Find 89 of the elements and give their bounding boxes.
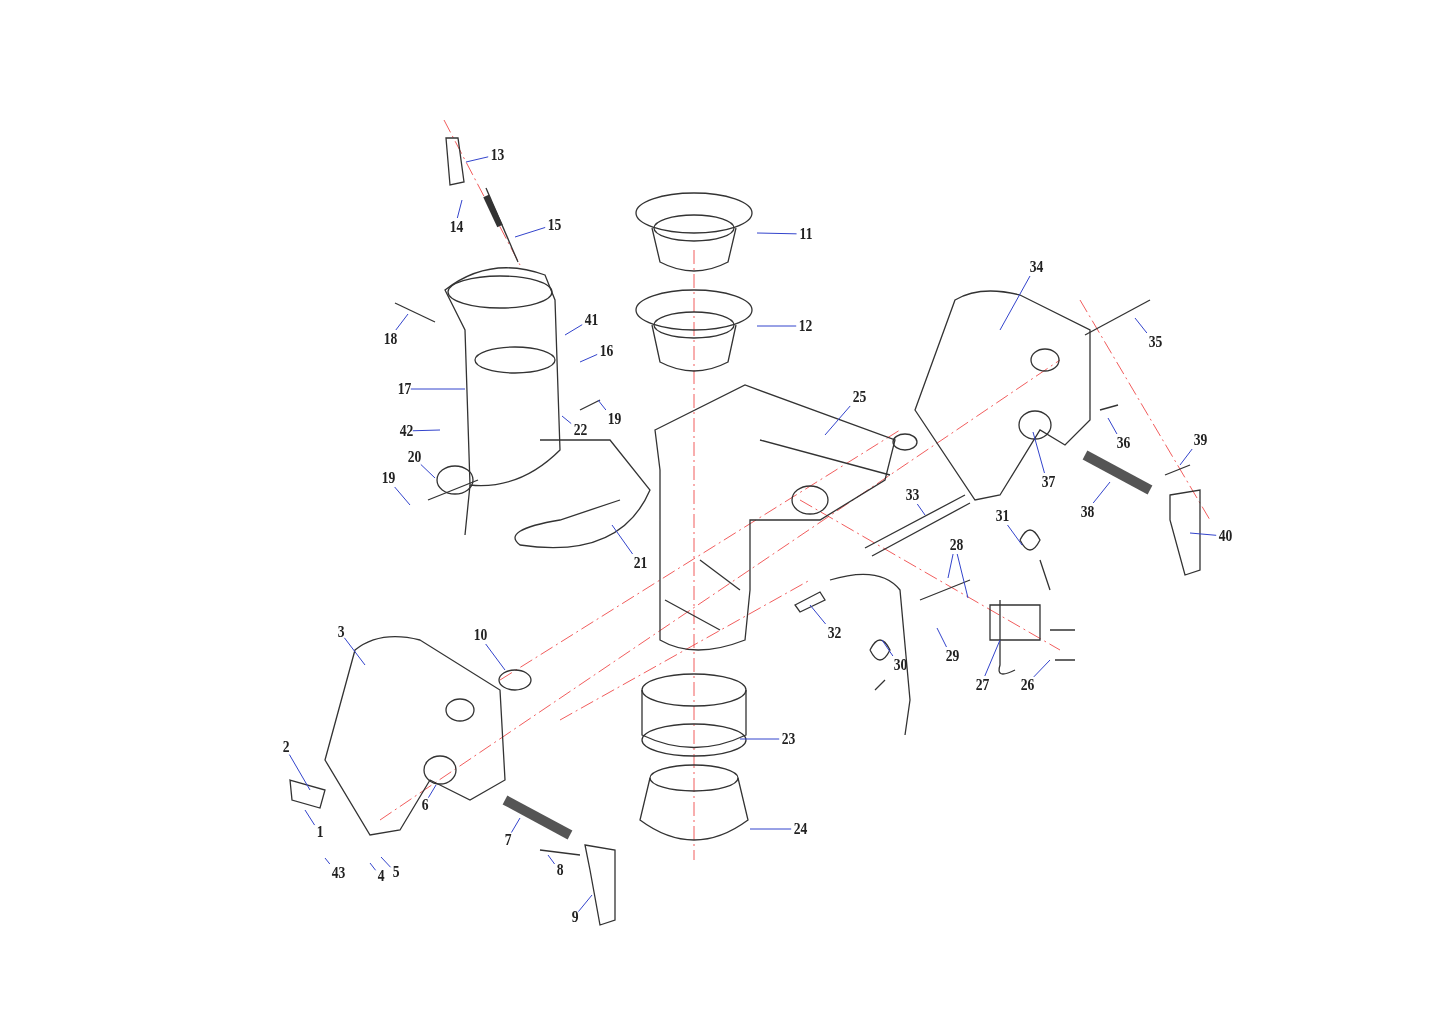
leader-line <box>577 894 593 913</box>
callout-number: 21 <box>633 554 648 572</box>
callout-number: 5 <box>392 863 400 881</box>
leader-line <box>561 415 572 425</box>
callout-number: 11 <box>799 225 812 243</box>
leader-line <box>749 828 792 830</box>
callout-number: 8 <box>556 861 564 879</box>
leader-line <box>324 857 331 865</box>
callout-number: 32 <box>827 624 842 642</box>
callout-number: 37 <box>1041 473 1056 491</box>
callout-number: 9 <box>571 908 579 926</box>
leader-line <box>597 399 607 411</box>
leader-line <box>1189 532 1217 536</box>
leader-line <box>343 637 366 666</box>
callout-number: 23 <box>781 730 796 748</box>
callout-number: 3 <box>337 623 345 641</box>
leader-line <box>809 604 827 625</box>
callout-number: 1 <box>316 823 324 841</box>
leader-line <box>427 784 437 799</box>
leader-line <box>380 856 392 868</box>
leader-line <box>369 862 377 871</box>
leader-line <box>1134 317 1148 334</box>
callout-number: 43 <box>331 864 346 882</box>
callout-number: 39 <box>1193 431 1208 449</box>
leader-line <box>465 156 489 163</box>
callout-number: 35 <box>1148 333 1163 351</box>
leader-line <box>916 503 926 516</box>
callout-number: 13 <box>490 146 505 164</box>
callout-number: 29 <box>945 647 960 665</box>
callout-number: 19 <box>607 410 622 428</box>
callout-number: 20 <box>407 448 422 466</box>
callout-number: 22 <box>573 421 588 439</box>
leader-line <box>947 553 954 579</box>
leader-line <box>510 817 521 834</box>
callout-number: 27 <box>975 676 990 694</box>
leader-line <box>1179 448 1193 466</box>
callout-number: 6 <box>421 796 429 814</box>
callout-number: 7 <box>504 831 512 849</box>
leader-line <box>547 854 556 865</box>
leader-line <box>485 643 506 671</box>
leader-line <box>1007 524 1023 546</box>
leader-line <box>288 754 311 791</box>
leader-line <box>412 429 441 432</box>
callout-number: 36 <box>1116 434 1131 452</box>
leader-line <box>564 324 583 336</box>
leader-line <box>999 275 1031 331</box>
leader-line <box>420 463 436 479</box>
leader-line <box>956 553 969 599</box>
leader-line <box>1107 417 1118 435</box>
callout-number: 30 <box>893 656 908 674</box>
leader-line <box>739 738 780 740</box>
leader-line <box>514 226 546 238</box>
callout-number: 2 <box>282 738 290 756</box>
leader-line <box>881 639 894 657</box>
callout-number: 4 <box>377 867 385 885</box>
callout-number: 34 <box>1029 258 1044 276</box>
callout-number: 24 <box>793 820 808 838</box>
callout-number: 28 <box>949 536 964 554</box>
callout-number: 33 <box>905 486 920 504</box>
callout-number: 17 <box>397 380 412 398</box>
callout-number: 10 <box>473 626 488 644</box>
leader-line <box>394 486 411 506</box>
leader-line <box>579 353 598 363</box>
callout-number: 31 <box>995 507 1010 525</box>
leader-line <box>824 405 851 436</box>
leader-line <box>1032 431 1045 474</box>
leader-line <box>456 199 463 219</box>
leader-line <box>984 639 1001 677</box>
callout-number: 42 <box>399 422 414 440</box>
callout-number: 41 <box>584 311 599 329</box>
callout-number: 18 <box>383 330 398 348</box>
leader-line <box>395 313 409 331</box>
callout-number: 19 <box>381 469 396 487</box>
callout-number: 14 <box>449 218 464 236</box>
callout-number: 12 <box>798 317 813 335</box>
leader-line <box>1092 481 1111 504</box>
leader-line <box>611 524 634 555</box>
leader-line <box>756 232 798 235</box>
callout-number: 26 <box>1020 676 1035 694</box>
leader-line <box>304 809 316 826</box>
callout-number: 25 <box>852 388 867 406</box>
callout-number: 16 <box>599 342 614 360</box>
leader-line <box>1033 659 1051 678</box>
leader-line <box>756 325 797 327</box>
callout-number: 15 <box>547 216 562 234</box>
callout-number: 38 <box>1080 503 1095 521</box>
leader-line <box>410 388 466 390</box>
leader-line <box>936 627 947 648</box>
callout-number: 40 <box>1218 527 1233 545</box>
